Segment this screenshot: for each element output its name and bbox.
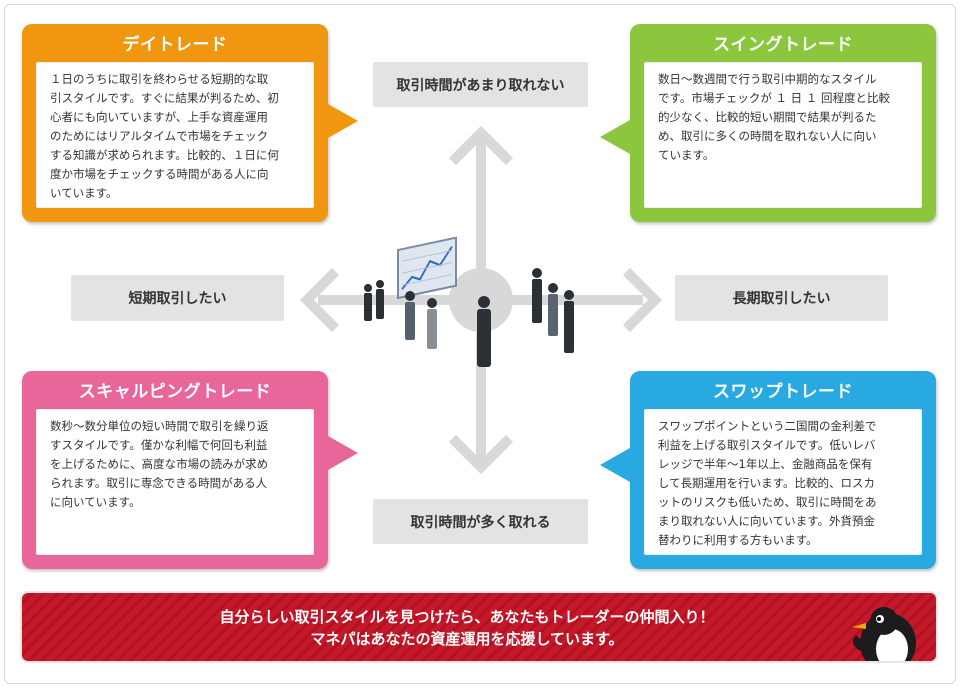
card-swap-trade: スワップトレード スワップポイントという二国間の金利差で 利益を上げる取引スタイ…: [630, 371, 936, 569]
card-day-trade-pointer: [328, 104, 358, 138]
card-swing-trade-body: 数日～数週間で行う取引中期的なスタイル です。市場チェックが １ 日 １ 回程度…: [644, 62, 922, 208]
arrow-right-icon: [622, 267, 663, 333]
penguin-icon: [852, 607, 916, 661]
arrow-up-icon: [448, 125, 514, 166]
card-scalping-trade-body: 数秒～数分単位の短い時間で取引を繰り返 すスタイルです。僅かな利幅で何回も利益 …: [36, 409, 314, 555]
promo-banner: 自分らしい取引スタイルを見つけたら、あなたもトレーダーの仲間入り！ マネパはあな…: [20, 591, 938, 663]
card-swing-trade: スイングトレード 数日～数週間で行う取引中期的なスタイル です。市場チェックが …: [630, 24, 936, 222]
card-day-trade-body: １日のうちに取引を終わらせる短期的な取 引スタイルです。すぐに結果が判るため、初…: [36, 62, 314, 208]
card-day-trade-title: デイトレード: [122, 35, 228, 55]
card-swap-trade-body: スワップポイントという二国間の金利差で 利益を上げる取引スタイルです。低いレバ …: [644, 409, 922, 555]
card-swing-trade-title: スイングトレード: [713, 35, 853, 55]
card-swing-trade-pointer: [600, 120, 630, 154]
card-swap-trade-title: スワップトレード: [713, 382, 853, 402]
banner-line-2: マネパはあなたの資産運用を応援しています。: [310, 630, 624, 648]
label-short-term: 短期取引したい: [71, 275, 284, 321]
label-little-time: 取引時間があまり取れない: [373, 62, 588, 107]
card-swap-trade-pointer: [600, 448, 630, 482]
arrow-left-icon: [299, 267, 340, 333]
businessmen-illustration: [364, 236, 574, 367]
card-scalping-trade-title: スキャルピングトレード: [78, 382, 272, 402]
card-day-trade: デイトレード １日のうちに取引を終わらせる短期的な取 引スタイルです。すぐに結果…: [22, 24, 328, 222]
banner-line-1: 自分らしい取引スタイルを見つけたら、あなたもトレーダーの仲間入り！: [219, 608, 715, 626]
card-scalping-trade-pointer: [328, 436, 358, 470]
arrow-down-icon: [448, 434, 514, 475]
card-scalping-trade: スキャルピングトレード 数秒～数分単位の短い時間で取引を繰り返 すスタイルです。…: [22, 371, 328, 569]
label-much-time: 取引時間が多く取れる: [373, 499, 588, 544]
label-long-term: 長期取引したい: [675, 275, 888, 321]
